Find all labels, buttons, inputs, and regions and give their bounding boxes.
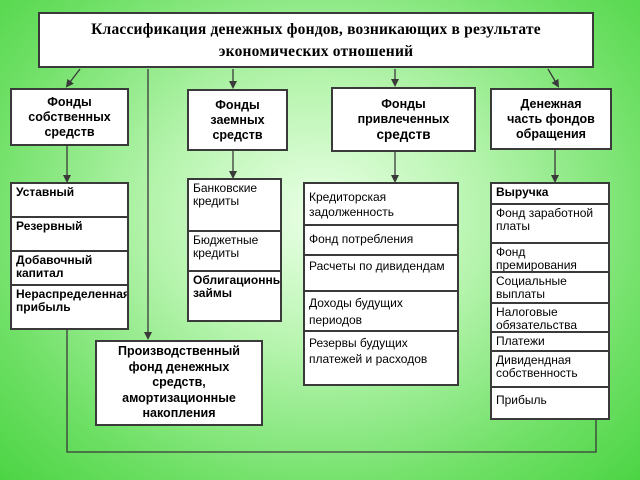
list-borrowed-funds: Банковские кредиты Бюджетные кредиты Обл… (187, 178, 282, 322)
list-item: Выручка (492, 184, 608, 205)
production-line-1: Производственный (118, 344, 240, 359)
list-item: Резервы будущих платежей и расходов (309, 336, 428, 366)
header-own-funds: Фонды собственных средств (10, 88, 129, 146)
header-borrowed-line-2: заемных (210, 112, 265, 127)
list-item: Банковские кредиты (189, 180, 280, 232)
header-own-line-1: Фонды (47, 94, 92, 109)
header-attracted-line-3: средств (376, 127, 431, 142)
production-line-4: амортизационные (122, 390, 236, 405)
list-item: Бюджетные кредиты (189, 232, 280, 272)
header-monetary-line-1: Денежная (520, 96, 582, 111)
production-line-5: накопления (142, 406, 216, 421)
production-fund-box: Производственный фонд денежных средств, … (95, 340, 263, 426)
list-item: Фонд потребления (305, 226, 457, 256)
header-own-line-2: собственных (28, 109, 111, 124)
list-item: Расчеты по дивидендам (305, 256, 457, 292)
title-line-1: Классификация денежных фондов, возникающ… (91, 21, 541, 38)
header-borrowed-line-3: средств (212, 127, 263, 142)
list-item: Добавочный капитал (12, 252, 127, 286)
list-item: Налоговые обязательства (492, 304, 608, 333)
arrow-title-to-monetary (547, 68, 560, 88)
header-attracted-funds: Фонды привлеченных средств (331, 87, 476, 152)
list-item: Уставный (12, 184, 127, 218)
header-borrowed-funds: Фонды заемных средств (187, 89, 288, 151)
list-item: Социальные выплаты (492, 273, 608, 304)
header-own-line-3: средств (44, 124, 95, 139)
list-item: Фонд заработной платы (492, 205, 608, 244)
header-monetary-part: Денежная часть фондов обращения (490, 88, 612, 150)
header-borrowed-line-1: Фонды (215, 97, 260, 112)
header-attracted-line-2: привлеченных (357, 112, 450, 126)
list-item: Дивидендная собственность (492, 352, 608, 388)
list-item: Нераспределенная прибыль (16, 287, 127, 314)
list-item: Платежи (492, 333, 608, 352)
list-item: Прибыль (496, 393, 547, 407)
production-line-3: средств, (152, 375, 206, 390)
list-item: Доходы будущих периодов (305, 292, 457, 332)
list-monetary-part: Выручка Фонд заработной платы Фонд преми… (490, 182, 610, 420)
list-attracted-funds: Кредиторская задолженность Фонд потребле… (303, 182, 459, 386)
list-item: Облигационные займы (193, 273, 280, 300)
list-item: Резервный (12, 218, 127, 252)
production-line-2: фонд денежных (128, 359, 230, 374)
header-attracted-line-1: Фонды (381, 97, 426, 111)
diagram-title: Классификация денежных фондов, возникающ… (38, 12, 594, 68)
header-monetary-line-3: обращения (516, 126, 586, 141)
arrow-title-to-own (65, 68, 81, 88)
header-monetary-line-2: часть фондов (507, 111, 595, 126)
bottom-loop-line (66, 330, 597, 453)
list-item: Фонд премирования (492, 244, 608, 273)
title-line-2: экономических отношений (218, 43, 414, 60)
list-item: Кредиторская задолженность (305, 184, 457, 226)
list-own-funds: Уставный Резервный Добавочный капитал Не… (10, 182, 129, 330)
